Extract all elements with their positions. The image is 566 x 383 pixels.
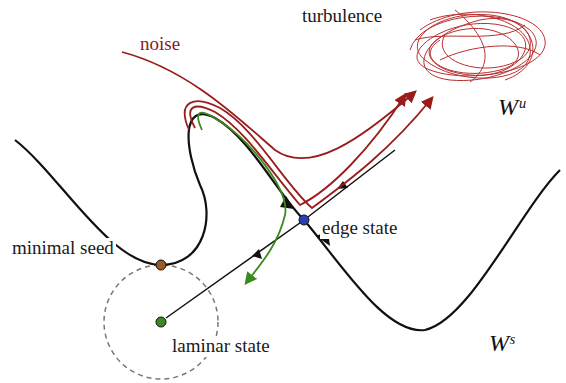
turbulence-label: turbulence xyxy=(300,6,384,27)
manifold-label: Wᵘ xyxy=(496,94,527,120)
state-label: laminar state xyxy=(170,336,272,357)
turbulence-scribble xyxy=(410,10,545,82)
manifold-label: Wˢ xyxy=(487,330,516,356)
state-label: edge state xyxy=(320,218,399,239)
seed-label: minimal seed xyxy=(10,238,116,259)
noise-label: noise xyxy=(138,34,182,55)
